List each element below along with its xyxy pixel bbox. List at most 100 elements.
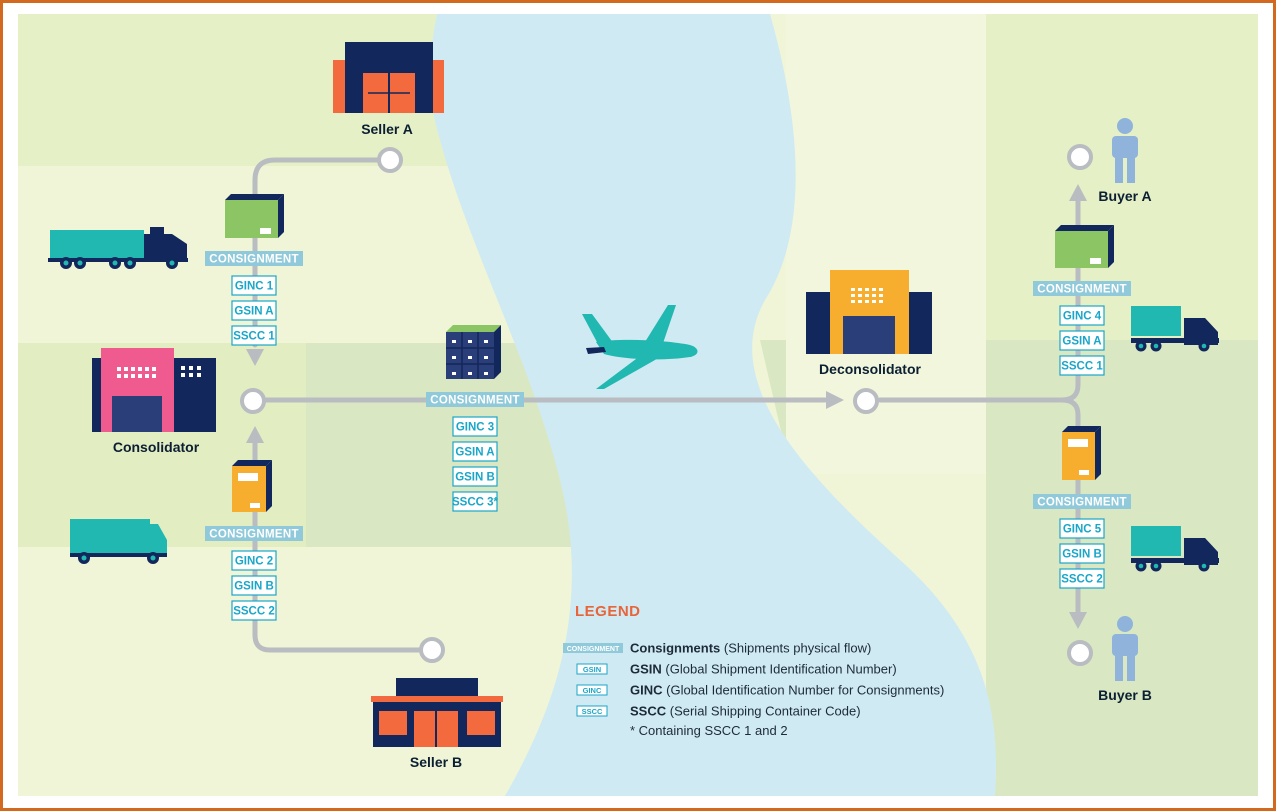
legend-note: * Containing SSCC 1 and 2 — [630, 723, 788, 738]
id-box — [452, 491, 498, 512]
yellow-package-icon — [1062, 426, 1101, 480]
deconsolidator-building-icon — [806, 270, 932, 354]
id-box — [452, 466, 498, 487]
green-package-icon — [225, 194, 284, 238]
id-box — [231, 300, 277, 321]
legend-desc: (Global Identification Number for Consig… — [666, 683, 944, 698]
id-box — [231, 275, 277, 296]
arrow-right-icon — [826, 391, 844, 409]
legend-swatch-label: GINC — [583, 686, 602, 695]
legend-swatch — [576, 705, 608, 717]
person-icon — [1112, 118, 1138, 183]
id-box — [1059, 568, 1105, 589]
id-box — [1059, 518, 1105, 539]
id-box-label: GINC 2 — [235, 556, 273, 568]
arrow-up-icon — [1069, 184, 1087, 201]
id-box-label: GSIN B — [455, 472, 495, 484]
id-box — [231, 600, 277, 621]
legend-item-text: GINC (Global Identification Number for C… — [630, 683, 944, 698]
truck-icon — [48, 227, 188, 269]
seller-b-label: Seller B — [410, 754, 462, 770]
buyer-b-label: Buyer B — [1098, 687, 1152, 703]
legend-swatch-label: GSIN — [583, 665, 601, 674]
legend-item-text: Consignments (Shipments physical flow) — [630, 641, 871, 656]
node-circles — [240, 144, 1093, 666]
consignment-tag — [1033, 281, 1131, 296]
legend-swatch-label: SSCC — [582, 707, 603, 716]
legend-desc: (Global Shipment Identification Number) — [665, 662, 896, 677]
legend-desc: (Serial Shipping Container Code) — [670, 704, 861, 719]
seller-a-label: Seller A — [361, 121, 413, 137]
buyer-a-label: Buyer A — [1098, 188, 1151, 204]
legend: LEGEND CONSIGNMENT Consignments (Shipment… — [563, 603, 944, 738]
yellow-package-icon — [232, 460, 272, 512]
id-box — [231, 550, 277, 571]
arrow-down-icon — [1069, 612, 1087, 629]
id-box-label: GINC 5 — [1063, 524, 1102, 536]
truck-icon — [1131, 526, 1219, 572]
id-box-label: GSIN B — [1062, 549, 1102, 561]
legend-item-text: SSCC (Serial Shipping Container Code) — [630, 704, 861, 719]
consignment-tag — [1033, 494, 1131, 509]
id-box-label: GSIN A — [455, 447, 494, 459]
legend-swatch — [576, 663, 608, 675]
id-box-label: SSCC 2 — [233, 606, 275, 618]
consignment-tag — [426, 392, 524, 407]
consolidator-building-icon — [92, 348, 216, 432]
legend-title: LEGEND — [575, 603, 641, 620]
legend-term: SSCC — [630, 704, 667, 719]
consignment-tag — [205, 251, 303, 266]
legend-term: GINC — [630, 683, 663, 698]
id-box — [231, 575, 277, 596]
consignment-tag — [205, 526, 303, 541]
path-seller-b — [252, 435, 435, 653]
path-buyer-b — [1059, 397, 1081, 618]
consignment-tag-label: CONSIGNMENT — [209, 254, 299, 266]
id-box — [452, 441, 498, 462]
van-icon — [70, 519, 167, 564]
consignment-tag-label: CONSIGNMENT — [1037, 284, 1127, 296]
person-icon — [1112, 616, 1138, 681]
consignment-group-seller-a: CONSIGNMENT GINC 1 GSIN A SSCC 1 — [205, 251, 303, 346]
id-box-label: SSCC 3* — [452, 497, 499, 509]
legend-item-text: GSIN (Global Shipment Identification Num… — [630, 662, 897, 677]
legend-swatch — [576, 684, 608, 696]
id-box — [1059, 305, 1105, 326]
id-box — [1059, 355, 1105, 376]
consignment-tag-label: CONSIGNMENT — [430, 395, 520, 407]
id-box-label: GINC 1 — [235, 281, 274, 293]
arrow-down-icon — [246, 349, 264, 366]
legend-term: GSIN — [630, 662, 662, 677]
airplane-icon — [582, 305, 698, 389]
id-box-label: SSCC 1 — [233, 331, 275, 343]
warehouse-icon — [333, 42, 444, 113]
deconsolidator-label: Deconsolidator — [819, 361, 921, 377]
id-box — [452, 416, 498, 437]
consignment-group-main: CONSIGNMENT GINC 3 GSIN A GSIN B SSCC 3* — [426, 392, 524, 512]
legend-desc: (Shipments physical flow) — [724, 641, 871, 656]
id-box — [1059, 543, 1105, 564]
legend-swatch-label: CONSIGNMENT — [567, 646, 620, 653]
legend-term: Consignments — [630, 641, 720, 656]
id-box-label: GINC 3 — [456, 422, 494, 434]
flow-paths — [252, 157, 1081, 653]
id-box-label: GSIN A — [234, 306, 273, 318]
consignment-tag-label: CONSIGNMENT — [1037, 497, 1127, 509]
id-box-label: GINC 4 — [1063, 311, 1102, 323]
truck-icon — [1131, 306, 1219, 352]
consolidator-label: Consolidator — [113, 439, 200, 455]
consignment-group-buyer-a: CONSIGNMENT GINC 4 GSIN A SSCC 1 — [1033, 281, 1131, 376]
id-box-label: GSIN A — [1062, 336, 1101, 348]
arrowheads — [246, 184, 1087, 629]
id-box-label: SSCC 1 — [1061, 361, 1103, 373]
arrow-up-icon — [246, 426, 264, 443]
